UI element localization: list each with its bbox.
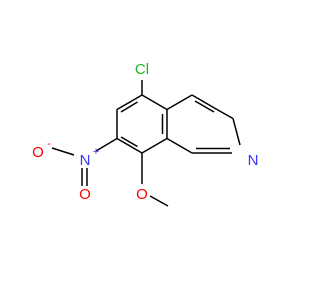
ring-bond [216,108,234,120]
bond-layer [51,80,241,207]
nitro-oxygen-atom-label: O [32,144,44,161]
nitro-oxygen-charge-label: - [47,138,51,150]
molecule-canvas: Cl N O - N + O O [32,61,258,207]
ring-bond [116,137,143,154]
methoxy-oxygen-atom-label: O [136,186,148,203]
nitro-oxygen-bond [51,147,75,156]
nitro-nitrogen-charge-label: + [93,146,99,158]
methyl-bond [149,195,169,207]
ring-bond [232,118,241,146]
atom-label-layer: Cl N O - N + O O [32,61,258,203]
ring-nitrogen-atom-label: N [248,152,259,169]
structure-diagram: Cl N O - N + O O [32,61,258,207]
chlorine-atom-label: Cl [135,61,149,78]
ring-bond [191,94,218,111]
ring-inner-bond [120,101,138,113]
ring-bond [141,94,168,111]
ring-inner-bond [194,100,215,113]
nitro-oxygen-double-bond-atom-label: O [79,186,91,203]
ring-bond [166,94,193,111]
ring-bond [116,94,143,111]
ring-bond [166,137,193,154]
nitro-nitrogen-atom-label: N [80,152,91,169]
ring-bond [141,137,168,154]
ring-inner-bond [120,136,138,148]
nitro-bond [95,137,118,152]
